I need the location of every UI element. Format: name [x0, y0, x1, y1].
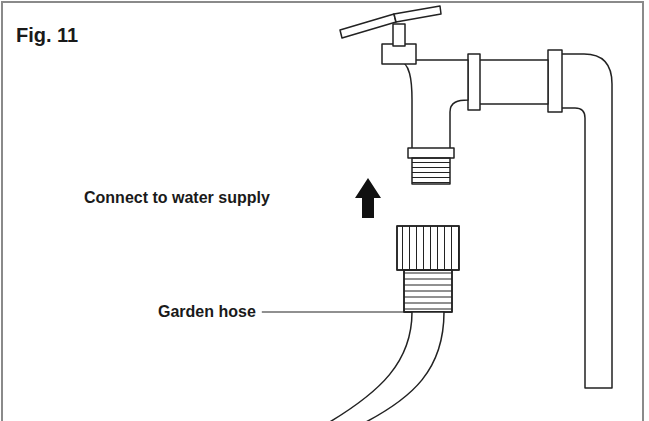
- instruction-label: Connect to water supply: [84, 189, 270, 207]
- tap-handle: [340, 14, 396, 38]
- tap-handle: [394, 6, 441, 22]
- valve-stem: [393, 24, 405, 46]
- figure-title: Fig. 11: [16, 24, 78, 47]
- hose-coupling-nut: [397, 226, 459, 270]
- leader-line: [262, 311, 412, 312]
- hose-barb: [404, 270, 452, 312]
- garden-hose: [328, 312, 444, 421]
- spout-nut: [408, 148, 454, 158]
- spout-thread: [412, 158, 450, 184]
- hose-barb-outline: [404, 270, 452, 312]
- supply-pipe: [560, 54, 612, 388]
- hose-coupling-outline: [397, 226, 459, 270]
- horizontal-pipe: [478, 60, 548, 104]
- direction-arrow: [355, 178, 381, 218]
- valve-bonnet: [382, 44, 416, 64]
- pipe-collar: [468, 54, 480, 110]
- part-label: Garden hose: [158, 303, 256, 321]
- pipe-collar: [548, 50, 562, 112]
- faucet-spout: [398, 60, 468, 150]
